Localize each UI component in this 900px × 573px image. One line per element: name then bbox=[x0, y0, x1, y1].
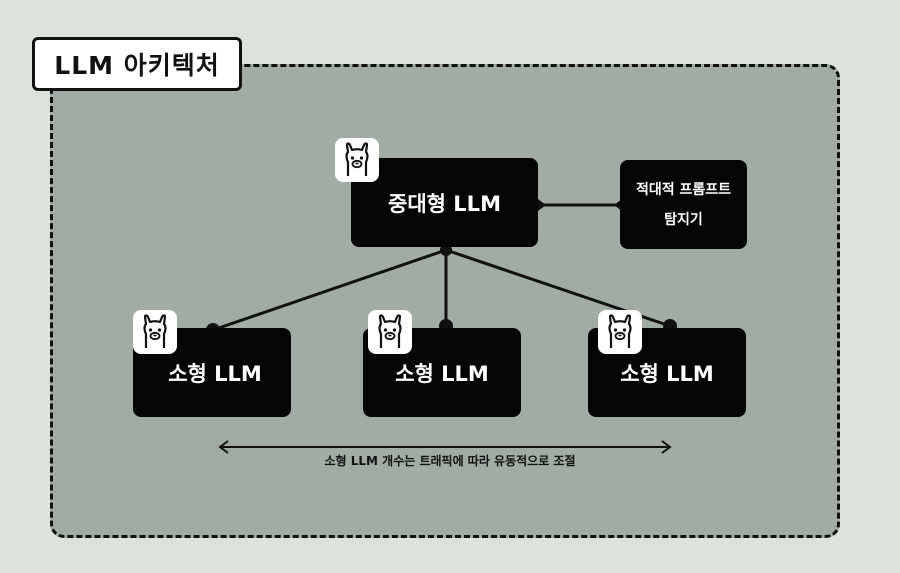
llama-icon bbox=[133, 310, 177, 354]
detector-label-line2: 탐지기 bbox=[664, 211, 703, 228]
diagram-title: LLM 아키텍처 bbox=[32, 37, 242, 91]
large-llm-node: 중대형 LLM bbox=[351, 158, 538, 247]
small-llm-label-1: 소형 LLM bbox=[168, 361, 262, 386]
large-llm-label: 중대형 LLM bbox=[388, 191, 501, 216]
junction-dot-large bbox=[440, 244, 452, 256]
scaling-caption: 소형 LLM 개수는 트래픽에 따라 유동적으로 조절 bbox=[324, 454, 576, 468]
small-llm-label-2: 소형 LLM bbox=[395, 361, 489, 386]
detector-label-line1: 적대적 프롬프트 bbox=[635, 181, 732, 198]
llama-icon bbox=[368, 310, 412, 354]
small-llm-label-3: 소형 LLM bbox=[620, 361, 714, 386]
llama-icon bbox=[598, 310, 642, 354]
scale-arrow-right-head bbox=[661, 440, 672, 454]
llama-icon bbox=[335, 138, 379, 182]
link-large-end-diamond bbox=[538, 199, 546, 211]
link-large-to-small-1 bbox=[212, 248, 447, 332]
scale-arrow-left-head bbox=[218, 440, 229, 454]
adversarial-prompt-detector-node: 적대적 프롬프트 탐지기 bbox=[620, 160, 747, 249]
